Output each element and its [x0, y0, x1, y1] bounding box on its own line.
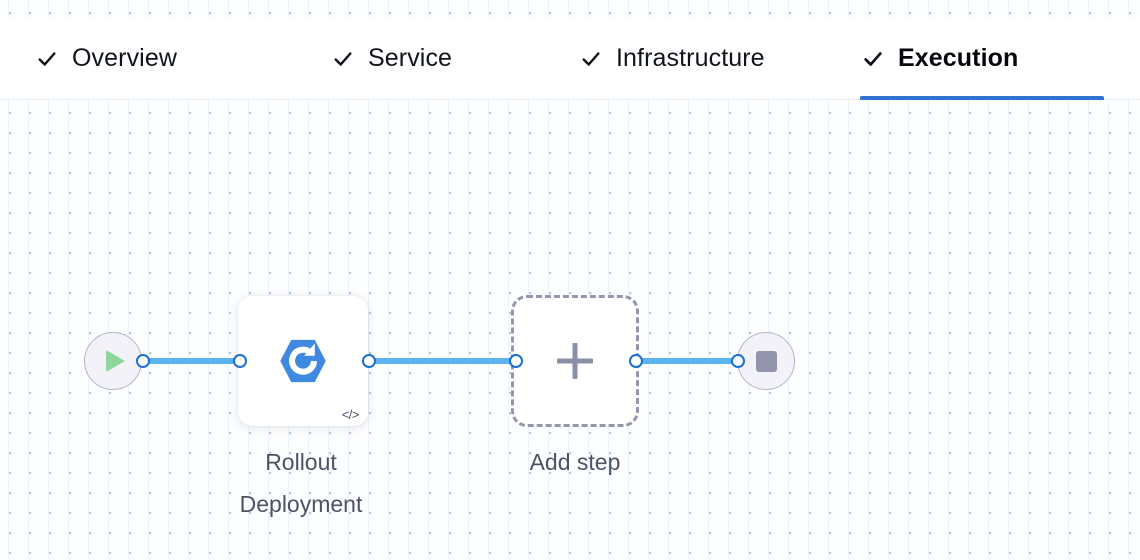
pipeline-stage-tabs: Overview Service Infrastructur [0, 18, 1140, 100]
check-icon [36, 48, 58, 70]
code-icon[interactable]: </> [341, 407, 360, 422]
add-step-label: Add step [529, 449, 621, 475]
tab-label: Overview [72, 44, 177, 72]
tab-infrastructure[interactable]: Infrastructure [578, 18, 767, 99]
plus-icon [557, 343, 593, 379]
tab-service[interactable]: Service [330, 18, 454, 99]
check-icon [580, 48, 602, 70]
start-node[interactable] [84, 332, 142, 390]
port-end-input[interactable] [731, 354, 745, 368]
stop-icon [755, 350, 777, 372]
port-start-output[interactable] [136, 354, 150, 368]
rollout-deployment-label: Rollout Deployment [239, 449, 363, 517]
port-addstep-output[interactable] [629, 354, 643, 368]
port-addstep-input[interactable] [509, 354, 523, 368]
add-step-node[interactable] [511, 295, 639, 427]
check-icon [332, 48, 354, 70]
play-icon [106, 350, 125, 372]
port-rollout-input[interactable] [233, 354, 247, 368]
tab-label: Infrastructure [616, 44, 765, 72]
tab-execution[interactable]: Execution [860, 18, 1104, 100]
check-icon [862, 48, 884, 70]
tab-overview[interactable]: Overview [34, 18, 179, 99]
port-rollout-output[interactable] [362, 354, 376, 368]
tab-label: Service [368, 44, 453, 72]
end-node[interactable] [737, 332, 795, 390]
tab-label: Execution [898, 44, 1019, 72]
tab-active-underline [860, 96, 1104, 100]
rollout-deployment-icon [280, 339, 326, 383]
rollout-deployment-step[interactable]: </> [238, 296, 368, 426]
